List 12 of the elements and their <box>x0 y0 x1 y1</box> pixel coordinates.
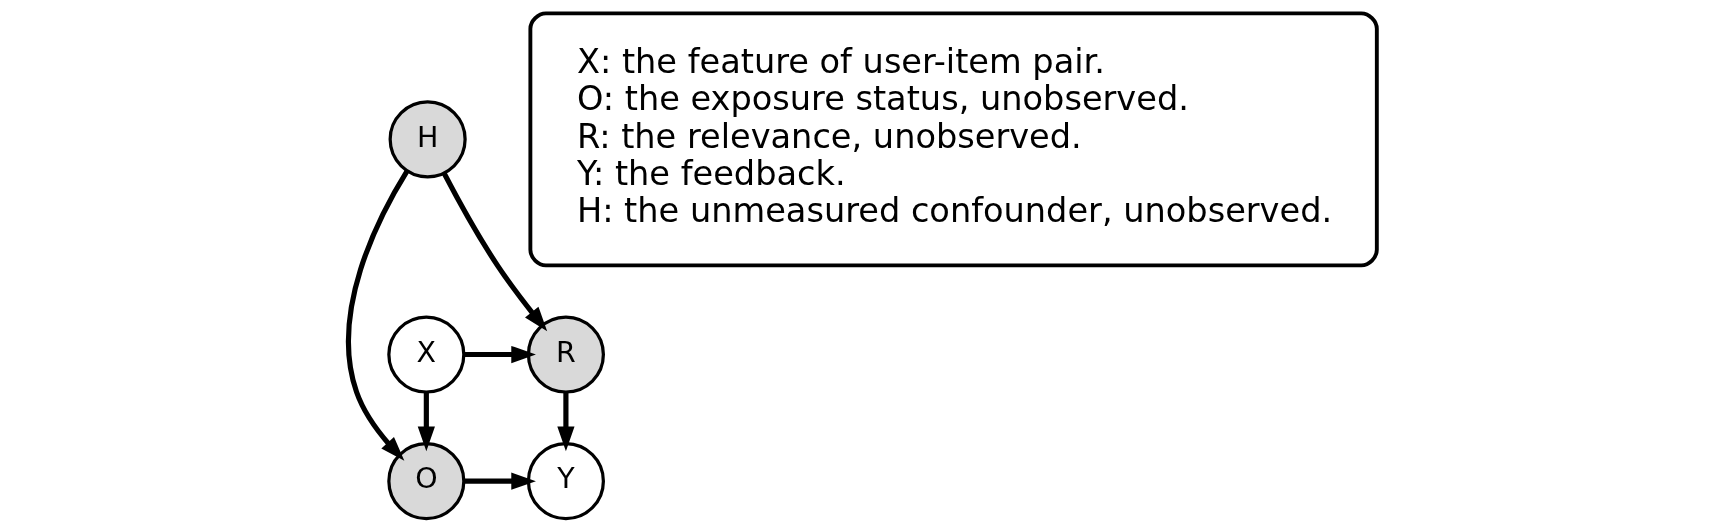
arrow <box>417 392 435 452</box>
arrow <box>346 169 410 461</box>
arrow <box>463 345 536 364</box>
arrow <box>441 172 548 332</box>
node-circle: H <box>388 100 467 179</box>
node-circle: X <box>387 315 466 394</box>
arrow <box>557 392 575 452</box>
node-circle: R <box>526 315 605 394</box>
node-box: X: the feature of user-item pair. O: the exposure status, unobserved. R: the relevance, unobserved. Y: the feedback. H: the unmeasured confounder, unobserved. <box>528 11 1379 268</box>
node-circle: Y <box>526 442 605 521</box>
node-circle: O <box>387 442 466 521</box>
arrow <box>463 472 536 490</box>
